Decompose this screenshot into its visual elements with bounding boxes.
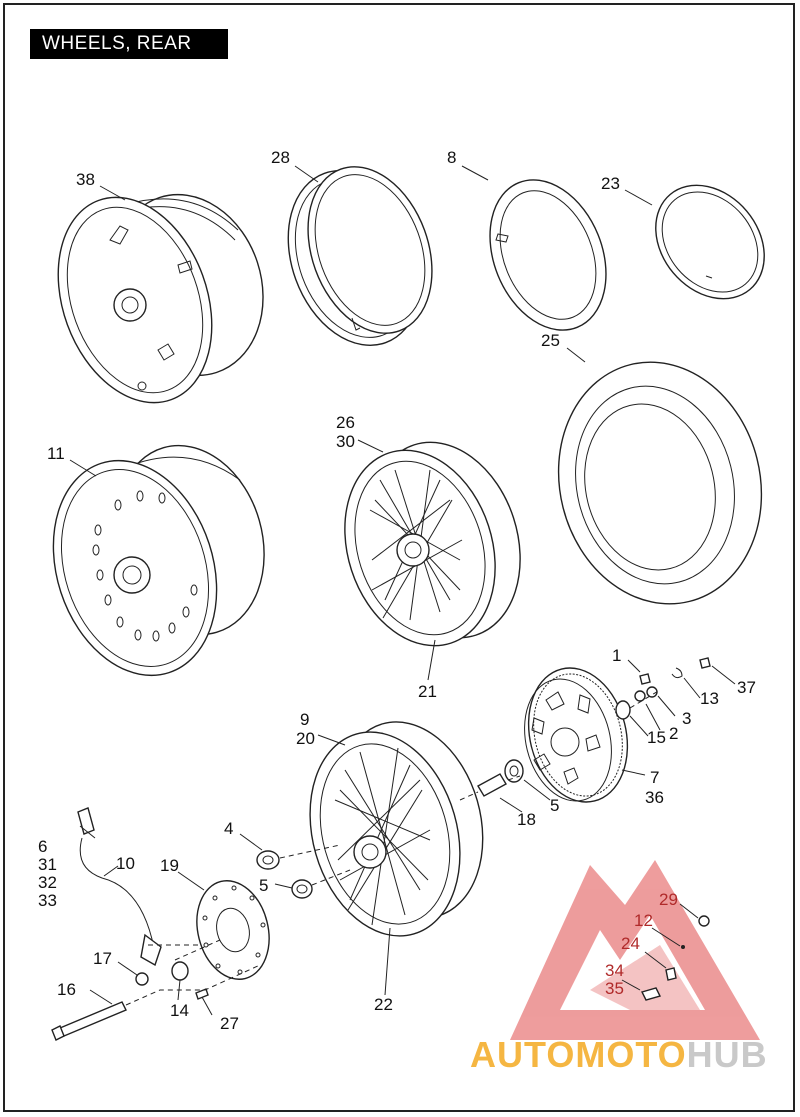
callout-26: 26 [336, 413, 355, 432]
callout-24: 24 [621, 934, 640, 953]
callout-25: 25 [541, 331, 560, 350]
part-38-cast-wheel [57, 193, 264, 404]
callout-12: 12 [634, 911, 653, 930]
callout-23: 23 [601, 174, 620, 193]
part-9-20-spoke-wheel [309, 721, 484, 937]
callout-21: 21 [418, 682, 437, 701]
part-25-tire [557, 361, 763, 605]
callout-30: 30 [336, 432, 355, 451]
part-11-cast-wheel-holes [52, 444, 265, 677]
callout-31: 31 [38, 855, 57, 874]
callout-27: 27 [220, 1014, 239, 1033]
callout-20: 20 [296, 729, 315, 748]
callout-38: 38 [76, 170, 95, 189]
callout-32: 32 [38, 873, 57, 892]
callout-15: 15 [647, 728, 666, 747]
small-hardware [51, 657, 711, 1041]
callout-1: 1 [612, 646, 621, 665]
callout-13: 13 [700, 689, 719, 708]
callout-33: 33 [38, 891, 57, 910]
assembly-dashed-lines [125, 689, 661, 1006]
leader-lines [69, 165, 736, 1016]
part-8-inner-tube [489, 179, 607, 331]
callout-4: 4 [224, 819, 233, 838]
callout-18: 18 [517, 810, 536, 829]
part-23-drive-belt [655, 184, 765, 300]
callout-5-upper: 5 [550, 796, 559, 815]
callout-36: 36 [645, 788, 664, 807]
callout-5-lower: 5 [259, 876, 268, 895]
callout-22: 22 [374, 995, 393, 1014]
callout-16: 16 [57, 980, 76, 999]
callout-7: 7 [650, 768, 659, 787]
callout-28: 28 [271, 148, 290, 167]
part-28-rim [287, 166, 433, 346]
callout-19: 19 [160, 856, 179, 875]
callout-34: 34 [605, 961, 624, 980]
callout-6: 6 [38, 837, 47, 856]
callout-11: 11 [47, 444, 65, 463]
part-26-30-spoke-wheel [344, 441, 521, 647]
callout-37: 37 [737, 678, 756, 697]
watermark-brand-part2: HUB [686, 1034, 768, 1075]
callout-labels: 38 28 8 23 25 11 26 30 21 1 13 37 3 15 2… [38, 148, 756, 1033]
callout-8: 8 [447, 148, 456, 167]
callout-17: 17 [93, 949, 112, 968]
diagram-title: WHEELS, REAR [30, 29, 228, 59]
callout-29: 29 [659, 890, 678, 909]
callout-9: 9 [300, 710, 309, 729]
part-7-36-pulley [524, 667, 629, 803]
callout-14: 14 [170, 1001, 189, 1020]
callout-3: 3 [682, 709, 691, 728]
diagram-frame [3, 3, 795, 1112]
callout-35: 35 [605, 979, 624, 998]
callout-10: 10 [116, 854, 135, 873]
watermark-brand-part1: AUTOMOTO [470, 1034, 687, 1075]
watermark-brand-text: AUTOMOTOHUB [470, 1034, 768, 1076]
watermark-logo [510, 860, 760, 1040]
callout-2: 2 [669, 724, 678, 743]
